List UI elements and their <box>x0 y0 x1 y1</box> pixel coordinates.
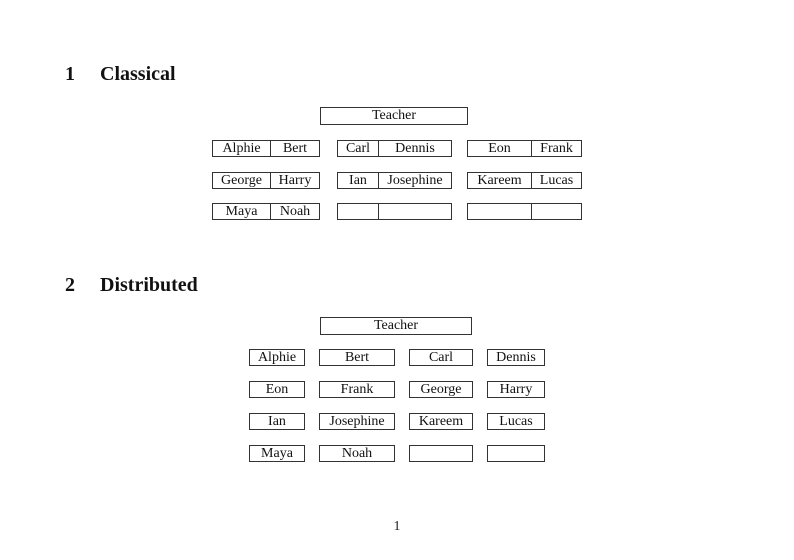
seat-box: Noah <box>319 445 395 462</box>
desk-seat: Harry <box>278 173 312 188</box>
desk-seat: Dennis <box>395 141 435 156</box>
desk-seat-empty <box>468 204 532 219</box>
seat-box: Carl <box>409 349 473 366</box>
section-heading-distributed: 2 Distributed <box>65 275 198 295</box>
desk-seat: Maya <box>213 204 271 219</box>
section-title: Distributed <box>100 274 198 296</box>
seat-box: George <box>409 381 473 398</box>
desk-seat: Alphie <box>213 141 271 156</box>
desk-seat: Eon <box>468 141 532 156</box>
desk: Alphie Bert <box>212 140 320 157</box>
section-title: Classical <box>100 63 176 85</box>
section-number: 1 <box>65 63 75 85</box>
desk-seat: Lucas <box>539 173 574 188</box>
desk-seat: Noah <box>279 204 311 219</box>
desk: Maya Noah <box>212 203 320 220</box>
desk-seat: Ian <box>338 173 379 188</box>
seat-box-empty <box>409 445 473 462</box>
desk: Ian Josephine <box>337 172 452 189</box>
desk: Eon Frank <box>467 140 582 157</box>
section-number: 2 <box>65 274 75 296</box>
desk-seat: Frank <box>540 141 573 156</box>
seat-box: Kareem <box>409 413 473 430</box>
seat-box: Alphie <box>249 349 305 366</box>
desk-empty <box>337 203 452 220</box>
teacher-box: Teacher <box>320 317 472 335</box>
desk-seat: Kareem <box>468 173 532 188</box>
teacher-label: Teacher <box>371 108 417 123</box>
seat-box: Dennis <box>487 349 545 366</box>
seat-box: Maya <box>249 445 305 462</box>
desk: Carl Dennis <box>337 140 452 157</box>
desk-seat-empty <box>532 204 581 219</box>
seat-box: Harry <box>487 381 545 398</box>
seat-box-empty <box>487 445 545 462</box>
seat-box: Bert <box>319 349 395 366</box>
desk-seat-empty <box>338 204 379 219</box>
page-number: 1 <box>393 519 401 534</box>
desk-seat: Carl <box>338 141 379 156</box>
seat-box: Ian <box>249 413 305 430</box>
desk: George Harry <box>212 172 320 189</box>
desk-seat-empty <box>379 204 451 219</box>
desk-seat: Josephine <box>387 173 443 188</box>
seat-box: Lucas <box>487 413 545 430</box>
desk-seat: Bert <box>282 141 308 156</box>
teacher-box: Teacher <box>320 107 468 125</box>
desk-seat: George <box>213 173 271 188</box>
seat-box: Frank <box>319 381 395 398</box>
seat-box: Josephine <box>319 413 395 430</box>
desk: Kareem Lucas <box>467 172 582 189</box>
desk-empty <box>467 203 582 220</box>
teacher-label: Teacher <box>373 318 419 333</box>
section-heading-classical: 1 Classical <box>65 64 176 84</box>
seat-box: Eon <box>249 381 305 398</box>
